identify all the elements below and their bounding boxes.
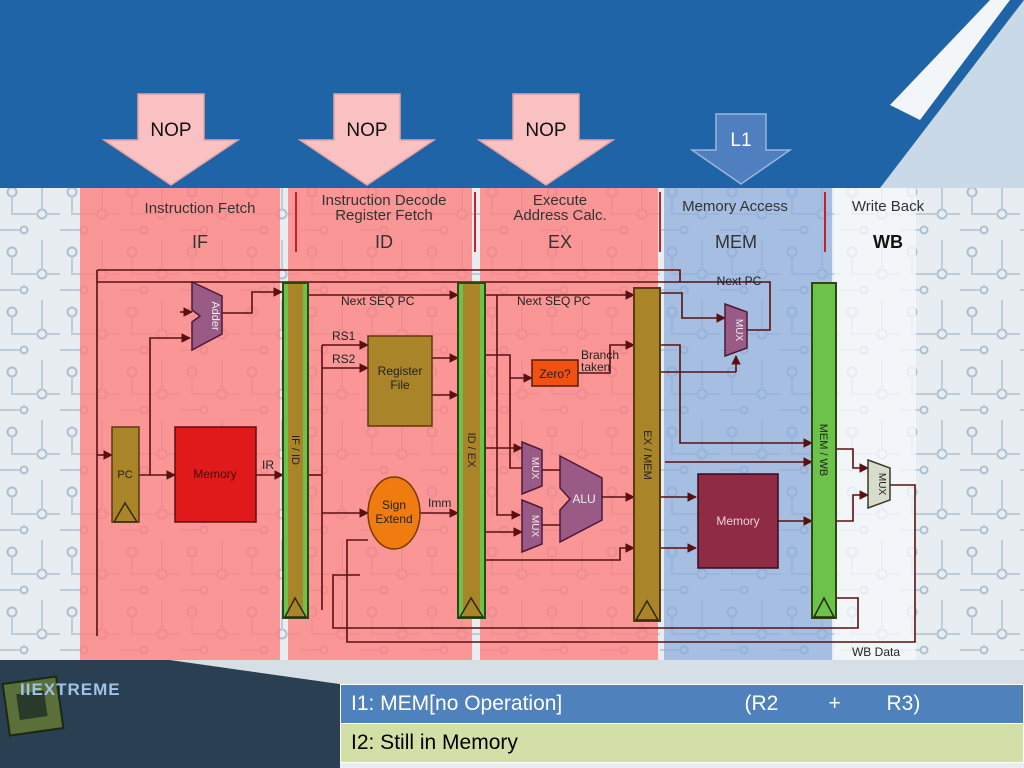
stage-abbr-if: IF — [192, 232, 208, 252]
stage-band-wb — [834, 188, 916, 668]
instruction-status-table: I1: MEM[no Operation] (R2 + R3) I2: Stil… — [340, 684, 1024, 763]
mux-wb — [867, 458, 891, 510]
nop-arrow-ex: NOP — [476, 93, 616, 186]
instruction-memory — [174, 426, 257, 523]
status-row-i1: I1: MEM[no Operation] (R2 + R3) — [340, 684, 1024, 724]
id-ex-latch-edge — [459, 284, 463, 617]
zero-check-label: Zero? — [539, 367, 571, 381]
pc-label: PC — [117, 469, 132, 481]
wb-data-label: WB Data — [852, 645, 900, 659]
register-file-label-line1: Register — [378, 364, 423, 378]
stage-band-id — [288, 188, 472, 668]
stage-title-id-line2: Register Fetch — [335, 207, 433, 224]
adder — [191, 280, 223, 352]
header-corner-decoration — [880, 0, 1024, 188]
mux-mem — [724, 302, 748, 358]
data-memory — [697, 473, 779, 569]
i1-plus: + — [828, 692, 841, 715]
stage-abbr-id: ID — [375, 232, 393, 252]
branch-taken-label-line1: Branch — [581, 348, 619, 362]
id-ex-label: ID / EX — [465, 433, 477, 469]
stage-title-ex-line2: Address Calc. — [513, 207, 606, 224]
mux-ex-lower-label: MUX — [529, 515, 540, 538]
bottom-dark-band — [0, 660, 340, 768]
ex-mem-clock-marker — [634, 599, 660, 621]
sign-extend-label-line1: Sign — [382, 498, 406, 512]
next-seq-pc-label-id: Next SEQ PC — [341, 294, 415, 308]
ex-mem-label: EX / MEM — [641, 430, 653, 480]
logo-text: IIEXTREME — [20, 680, 121, 699]
if-id-latch-edge — [303, 284, 307, 617]
status-cell-i2: I2: Still in Memory — [340, 723, 1024, 763]
if-id-latch-edge — [284, 284, 288, 617]
if-id-clock-marker — [283, 596, 308, 618]
stage-abbr-wb: WB — [873, 232, 903, 252]
l1-label: L1 — [730, 130, 751, 151]
data-memory-label: Memory — [716, 514, 759, 528]
mem-wb-label: MEM / WB — [817, 424, 829, 477]
next-pc-label: Next PC — [717, 274, 762, 288]
alu-label: ALU — [572, 492, 595, 506]
ir-label: IR — [262, 458, 274, 472]
stage-band-mem — [664, 188, 832, 668]
branch-taken-label-line2: taken — [581, 360, 610, 374]
stage-title-wb: Write Back — [852, 198, 925, 215]
status-cell-i1: I1: MEM[no Operation] (R2 + R3) — [340, 684, 1024, 724]
rs1-label: RS1 — [332, 329, 356, 343]
register-file-label-line2: File — [390, 378, 410, 392]
mux-ex-upper-label: MUX — [529, 457, 540, 480]
nop-label-if: NOP — [150, 120, 191, 141]
alu — [559, 454, 603, 544]
stage-abbr-mem: MEM — [715, 232, 757, 252]
i1-r3: R3) — [886, 692, 921, 715]
id-ex-latch-edge — [480, 284, 484, 617]
status-row-i2: I2: Still in Memory — [340, 723, 1024, 763]
stage-title-ex-line1: Execute — [533, 192, 587, 209]
mux-ex-upper — [521, 440, 543, 496]
mux-mem-label: MUX — [733, 319, 744, 342]
mem-wb-latch — [811, 282, 837, 619]
stage-title-id-line1: Instruction Decode — [321, 192, 446, 209]
sign-extend — [367, 476, 421, 550]
stage-title-if: Instruction Fetch — [145, 200, 256, 217]
zero-check — [531, 359, 579, 387]
bottom-light-wedge — [170, 660, 1024, 684]
mem-wb-clock-marker — [812, 596, 836, 618]
nop-label-id: NOP — [346, 120, 387, 141]
i2-text: I2: Still in Memory — [351, 731, 518, 754]
nop-arrow-if: NOP — [101, 93, 241, 186]
pc-register — [111, 426, 140, 523]
id-ex-clock-marker — [458, 596, 485, 618]
nop-label-ex: NOP — [525, 120, 566, 141]
adder-label: Adder — [209, 301, 221, 331]
if-id-label: IF / ID — [289, 435, 301, 465]
sign-extend-label-line2: Extend — [375, 512, 412, 526]
stage-abbr-ex: EX — [548, 232, 572, 252]
mux-wb-label: MUX — [876, 473, 887, 496]
nop-arrow-id: NOP — [297, 93, 437, 186]
i1-r2: (R2 — [744, 692, 779, 715]
rs2-label: RS2 — [332, 352, 356, 366]
stage-title-mem: Memory Access — [682, 198, 788, 215]
pc-clock-marker — [112, 501, 139, 523]
header-corner-shard — [890, 0, 1010, 120]
mux-ex-lower — [521, 498, 543, 554]
stage-band-ex — [480, 188, 658, 668]
next-seq-pc-label-ex: Next SEQ PC — [517, 294, 591, 308]
imm-label: Imm — [428, 496, 451, 510]
register-file — [367, 335, 433, 427]
ex-mem-latch — [633, 287, 661, 622]
l1-arrow-mem: L1 — [689, 113, 793, 185]
instruction-memory-label: Memory — [193, 467, 236, 481]
i1-text: I1: MEM[no Operation] — [351, 692, 563, 715]
cpu-chip-icon — [1, 675, 65, 737]
